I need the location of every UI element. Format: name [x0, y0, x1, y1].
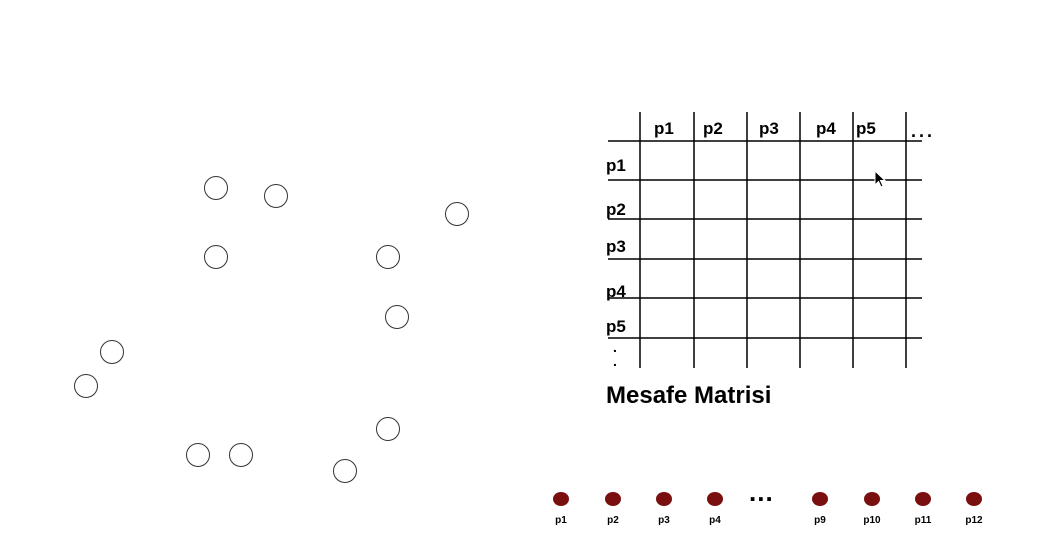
col-header-ellipsis: ...: [911, 121, 936, 141]
point-dot: [605, 492, 621, 506]
col-header-p4: p4: [816, 119, 836, 138]
row-header-p2: p2: [606, 200, 626, 219]
col-header-p2: p2: [703, 119, 723, 138]
scatter-point: [186, 443, 210, 467]
point-label-p9: p9: [814, 515, 826, 526]
points-ellipsis: ...: [749, 477, 774, 507]
row-header-p3: p3: [606, 237, 626, 256]
point-label-p1: p1: [555, 515, 567, 526]
point-label-p10: p10: [863, 515, 881, 526]
point-dot: [553, 492, 569, 506]
scatter-point: [264, 184, 288, 208]
point-dot: [656, 492, 672, 506]
mouse-cursor-icon: [874, 170, 887, 188]
scatter-point: [445, 202, 469, 226]
scatter-point: [376, 245, 400, 269]
point-dot: [707, 492, 723, 506]
scatter-point: [204, 176, 228, 200]
row-header-p1: p1: [606, 156, 626, 175]
matrix-title: Mesafe Matrisi: [606, 382, 772, 409]
scatter-point: [204, 245, 228, 269]
row-header-p5: p5: [606, 317, 626, 336]
point-dot: [966, 492, 982, 506]
point-dot: [812, 492, 828, 506]
col-header-p5: p5: [856, 119, 876, 138]
scatter-point: [385, 305, 409, 329]
point-label-p4: p4: [709, 515, 721, 526]
scatter-point: [376, 417, 400, 441]
point-dot: [915, 492, 931, 506]
scatter-point: [100, 340, 124, 364]
row-header-ellipsis: . .: [613, 339, 617, 369]
point-label-p3: p3: [658, 515, 670, 526]
point-label-p12: p12: [965, 515, 983, 526]
row-header-p4: p4: [606, 282, 626, 301]
col-header-p1: p1: [654, 119, 674, 138]
col-header-p3: p3: [759, 119, 779, 138]
scatter-point: [74, 374, 98, 398]
scatter-point: [229, 443, 253, 467]
point-dot: [864, 492, 880, 506]
point-label-p2: p2: [607, 515, 619, 526]
scatter-point: [333, 459, 357, 483]
point-label-p11: p11: [914, 515, 932, 526]
